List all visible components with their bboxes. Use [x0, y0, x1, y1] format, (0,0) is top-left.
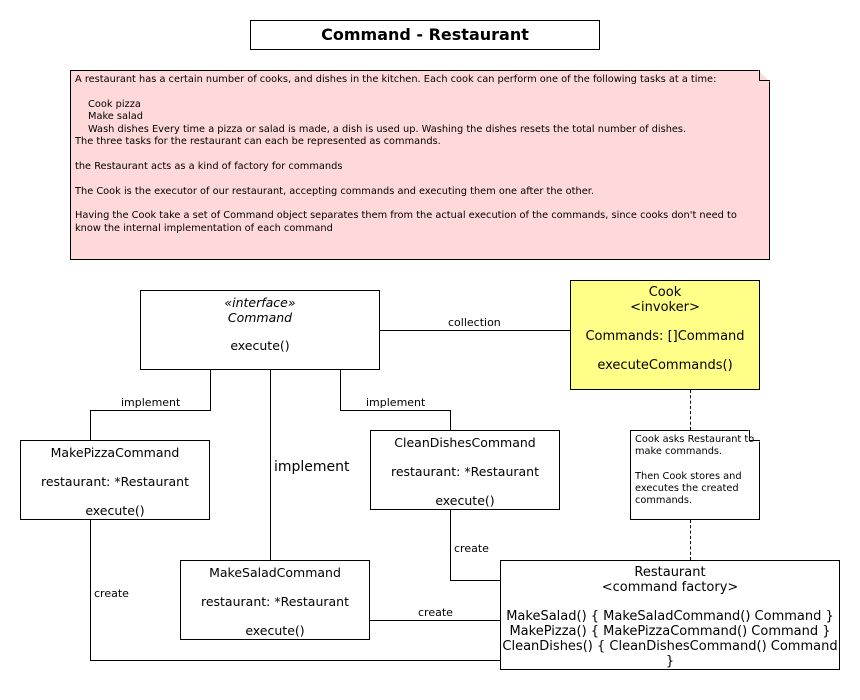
edge-collection: [380, 330, 570, 331]
edge-create-pizza-segment-2: [90, 660, 500, 661]
clean-dishes-method: execute(): [435, 493, 495, 508]
edge-label-create-clean: create: [454, 542, 489, 555]
restaurant-stereotype: <command factory>: [601, 580, 739, 595]
note-paragraph-factory: the Restaurant acts as a kind of factory…: [75, 160, 343, 172]
restaurant-method-clean-dishes: CleanDishes() { CleanDishesCommand() Com…: [502, 639, 838, 669]
note-link-cook: [690, 390, 691, 430]
make-pizza-name: MakePizzaCommand: [50, 445, 180, 460]
cook-field: Commands: []Command: [585, 329, 745, 344]
cook-box[interactable]: Cook <invoker> Commands: []Command execu…: [570, 280, 760, 390]
make-salad-command-box[interactable]: MakeSaladCommand restaurant: *Restaurant…: [180, 560, 370, 640]
edge-implement-clean-segment-3: [450, 410, 451, 430]
make-pizza-field: restaurant: *Restaurant: [40, 474, 190, 489]
edge-implement-clean-segment-2: [340, 410, 451, 411]
cook-name: Cook: [648, 285, 682, 300]
note-link-restaurant: [690, 520, 691, 560]
edge-create-clean-segment-1: [450, 510, 451, 580]
restaurant-method-make-pizza: MakePizza() { MakePizzaCommand() Command…: [509, 624, 831, 639]
diagram-title: Command - Restaurant: [250, 20, 600, 50]
edge-label-create-pizza: create: [94, 587, 129, 600]
cook-note-line-2: Then Cook stores and executes the create…: [635, 470, 742, 506]
command-stereotype: «interface»: [224, 295, 296, 310]
note-task-wash-dishes: Wash dishes Every time a pizza or salad …: [88, 123, 687, 135]
make-salad-name: MakeSaladCommand: [209, 565, 341, 580]
command-method: execute(): [230, 338, 290, 353]
note-paragraph-commands: The three tasks for the restaurant can e…: [75, 136, 441, 148]
edge-label-create-salad: create: [418, 606, 453, 619]
note-task-make-salad: Make salad: [88, 111, 143, 123]
edge-label-collection: collection: [448, 316, 501, 329]
note-paragraph-separation: Having the Cook take a set of Command ob…: [75, 210, 737, 234]
clean-dishes-command-box[interactable]: CleanDishesCommand restaurant: *Restaura…: [370, 430, 560, 510]
command-name: Command: [227, 310, 293, 325]
edge-create-salad: [370, 620, 500, 621]
edge-implement-clean-segment-1: [340, 370, 341, 410]
make-pizza-command-box[interactable]: MakePizzaCommand restaurant: *Restaurant…: [20, 440, 210, 520]
restaurant-name: Restaurant: [634, 565, 706, 580]
edge-implement-pizza-segment-2: [90, 410, 211, 411]
edge-create-clean-segment-2: [450, 580, 500, 581]
make-pizza-method: execute(): [85, 503, 145, 518]
clean-dishes-name: CleanDishesCommand: [394, 435, 536, 450]
edge-create-pizza-segment-1: [90, 520, 91, 660]
cook-method: executeCommands(): [597, 358, 733, 373]
make-salad-field: restaurant: *Restaurant: [200, 594, 350, 609]
edge-implement-pizza-segment-1: [210, 370, 211, 410]
clean-dishes-field: restaurant: *Restaurant: [390, 464, 540, 479]
edge-implement-pizza-segment-3: [90, 410, 91, 440]
restaurant-box[interactable]: Restaurant <command factory> MakeSalad()…: [500, 560, 840, 670]
cook-note: Cook asks Restaurant to make commands. T…: [630, 430, 760, 520]
make-salad-method: execute(): [245, 623, 305, 638]
edge-label-implement-salad: implement: [274, 459, 350, 475]
note-intro: A restaurant has a certain number of coo…: [75, 74, 717, 85]
restaurant-method-make-salad: MakeSalad() { MakeSaladCommand() Command…: [506, 609, 834, 624]
note-paragraph-cook: The Cook is the executor of our restaura…: [75, 185, 594, 197]
edge-label-implement-clean: implement: [366, 396, 426, 409]
cook-note-line-1: Cook asks Restaurant to make commands.: [635, 434, 755, 458]
edge-label-implement-pizza: implement: [121, 396, 181, 409]
command-interface-box[interactable]: «interface» Command execute(): [140, 290, 380, 370]
cook-stereotype: <invoker>: [630, 300, 700, 315]
edge-implement-salad: [270, 370, 271, 560]
note-task-cook-pizza: Cook pizza: [88, 98, 141, 110]
description-note: A restaurant has a certain number of coo…: [70, 70, 770, 260]
